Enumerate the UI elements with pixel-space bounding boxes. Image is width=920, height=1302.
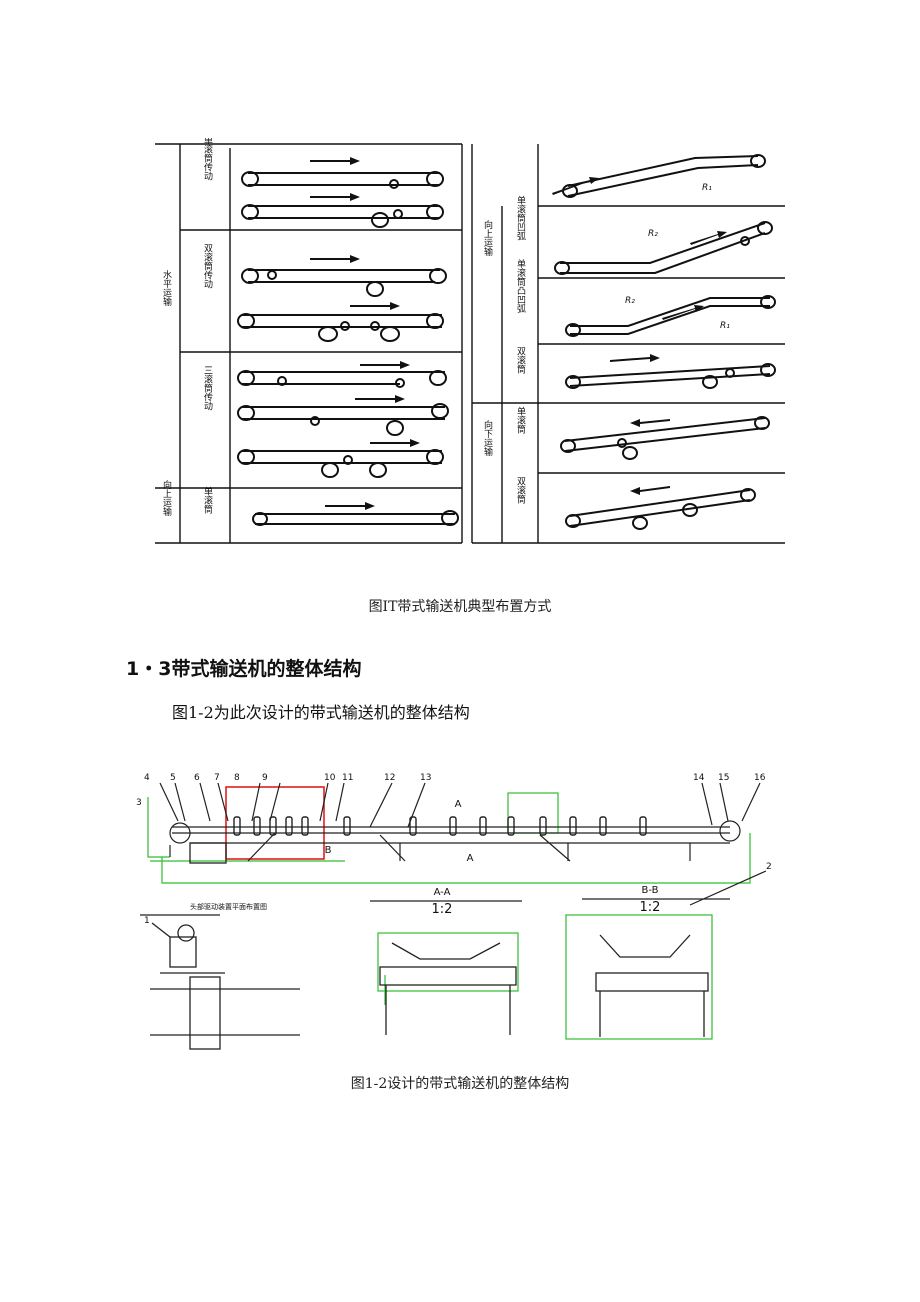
part-number: 1: [144, 916, 150, 926]
part-number: 16: [754, 773, 766, 783]
part-number: 9: [262, 773, 268, 783]
row-label: 单滚筒传动: [202, 138, 213, 181]
part-number: 4: [144, 773, 150, 783]
part-number: 2: [766, 862, 772, 872]
row-label: 单滚筒凸凹弧: [515, 258, 526, 314]
structure-drawing-figure: 4 5 6 7 8 9 10 11 12 13 14 15 16 3 2 1 A…: [136, 773, 772, 1050]
row-label: 单滚筒凹弧: [515, 194, 526, 241]
plan-title: 头部驱动装置平面布置图: [190, 902, 267, 911]
layout-diagram-figure: R₁ R₂ R₂ R₁ 水平运输 向上运输 单滚筒传动 双滚筒传动 三滚筒传动 …: [155, 138, 785, 544]
cut-marker: A: [455, 799, 462, 810]
section-scale: 1:2: [432, 902, 453, 917]
cut-marker: A: [467, 853, 474, 864]
part-number: 3: [136, 798, 142, 808]
part-number: 5: [170, 773, 176, 783]
part-number: 10: [324, 773, 336, 783]
part-number: 11: [342, 773, 353, 783]
row-label: 双滚筒传动: [202, 243, 213, 289]
row-label: 三滚筒传动: [202, 366, 213, 412]
part-number: 8: [234, 773, 240, 783]
radius-label: R₂: [625, 296, 635, 306]
section-heading: 1・3带式输送机的整体结构: [126, 658, 362, 680]
body-paragraph: 图1-2为此次设计的带式输送机的整体结构: [172, 703, 470, 722]
figure1-caption: 图IT带式输送机典型布置方式: [368, 599, 552, 615]
row-label: 双滚筒: [515, 346, 526, 374]
part-number: 6: [194, 773, 200, 783]
section-scale: 1:2: [640, 900, 661, 915]
row-label: 单滚筒: [515, 405, 526, 434]
section-label: B-B: [642, 885, 659, 896]
group-label-horizontal: 水平运输: [161, 269, 172, 307]
row-label: 单滚筒: [202, 485, 213, 514]
part-number: 13: [420, 773, 431, 783]
row-label: 双滚筒: [515, 476, 526, 504]
cut-marker: B: [325, 845, 332, 856]
part-number: 14: [693, 773, 705, 783]
radius-label: R₂: [648, 229, 658, 239]
radius-label: R₁: [702, 183, 712, 193]
figure2-caption: 图1-2设计的带式输送机的整体结构: [350, 1076, 570, 1092]
group-label-down: 向下运输: [482, 419, 493, 457]
part-number: 12: [384, 773, 395, 783]
group-label-up-right: 向上运输: [482, 219, 493, 257]
section-label: A-A: [434, 887, 451, 898]
part-number: 7: [214, 773, 220, 783]
group-label-up-left: 向上运输: [161, 479, 172, 517]
radius-label: R₁: [720, 321, 730, 331]
part-number: 15: [718, 773, 729, 783]
